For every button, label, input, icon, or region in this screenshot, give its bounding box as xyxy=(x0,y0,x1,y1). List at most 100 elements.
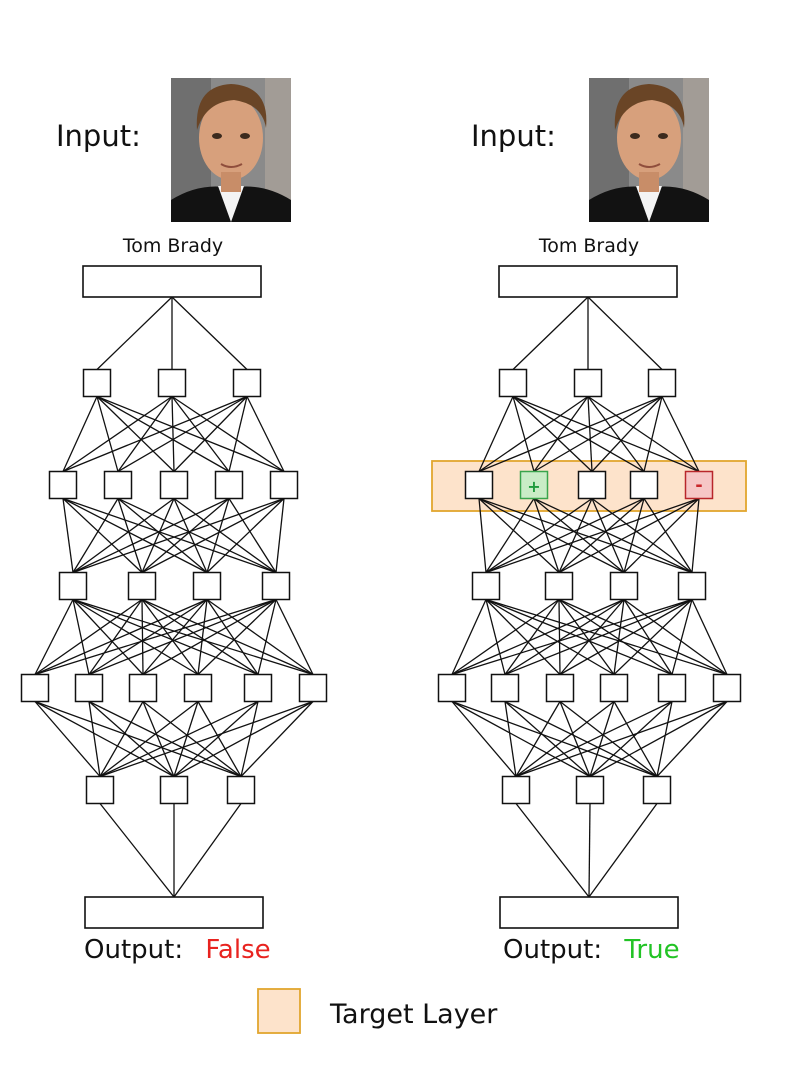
left-neuron xyxy=(214,470,244,500)
left-edge-hidden xyxy=(72,497,285,574)
right-neuron xyxy=(642,775,672,805)
plus-neuron xyxy=(519,470,549,500)
right-edge-hidden xyxy=(478,498,560,573)
left-edge-hidden xyxy=(72,497,175,574)
left-edge-hidden xyxy=(197,599,277,675)
right-edge-hidden xyxy=(485,497,700,574)
svg-text:Output: True: Output: True xyxy=(503,935,680,965)
left-edge-hidden xyxy=(275,599,314,675)
left-edge-hidden xyxy=(62,497,208,574)
right-edge-hidden xyxy=(643,498,693,573)
left-edge-hidden xyxy=(142,700,242,778)
right-edge-hidden xyxy=(591,396,663,472)
left-edge-hidden xyxy=(173,701,199,777)
right-edge-hidden xyxy=(504,701,517,777)
right-edge-hidden xyxy=(671,599,693,675)
left-edge-hidden xyxy=(197,599,208,675)
right-edge-hidden xyxy=(559,701,591,777)
right-edge-hidden xyxy=(485,598,615,676)
left-edge-hidden xyxy=(96,396,175,472)
right-neuron xyxy=(657,673,687,703)
right-edge-hidden xyxy=(623,599,673,675)
left-edge-hidden xyxy=(240,701,314,777)
left-edge-hidden xyxy=(173,701,259,777)
left-edge-hidden xyxy=(34,598,143,676)
right-edge-hidden xyxy=(478,395,663,473)
left-edge-hidden xyxy=(228,396,248,472)
right-edge-hidden xyxy=(515,700,728,778)
left-neuron xyxy=(159,775,189,805)
right-edge-hidden xyxy=(589,701,615,777)
right-edge-hidden xyxy=(485,598,673,676)
right-edge-hidden xyxy=(451,700,591,778)
right-edge-hidden xyxy=(591,498,625,573)
left-edge-hidden xyxy=(62,395,248,473)
left-neuron xyxy=(226,775,256,805)
left-network-nodes xyxy=(20,368,328,805)
right-edge-hidden xyxy=(485,599,561,675)
left-output-label: Output: xyxy=(84,935,183,965)
left-edge-hidden xyxy=(72,498,119,573)
right-edge-input xyxy=(587,296,663,370)
right-edge-hidden xyxy=(451,598,693,676)
right-edge-hidden xyxy=(515,701,561,777)
right-neuron xyxy=(464,470,494,500)
right-neuron xyxy=(490,673,520,703)
left-edge-hidden xyxy=(96,395,230,473)
right-neuron xyxy=(573,368,603,398)
right-bottom-bar xyxy=(499,896,679,929)
left-edge-hidden xyxy=(62,396,98,472)
left-edge-hidden xyxy=(257,599,277,675)
right-edge-hidden xyxy=(559,598,693,676)
left-neuron xyxy=(48,470,78,500)
right-edge-hidden xyxy=(533,497,625,574)
right-edge-hidden xyxy=(485,598,728,676)
left-edge-hidden xyxy=(141,599,199,675)
right-edge-hidden xyxy=(691,599,728,675)
right-neuron xyxy=(677,571,707,601)
left-edge-hidden xyxy=(72,598,259,676)
minus-neuron-sign: - xyxy=(695,475,702,496)
left-edge-hidden xyxy=(88,598,277,676)
right-edge-hidden xyxy=(613,599,693,675)
right-edge-hidden xyxy=(504,599,560,675)
left-neuron xyxy=(103,470,133,500)
right-edge-hidden xyxy=(478,395,589,473)
right-edge-hidden xyxy=(559,700,658,778)
right-edge-hidden xyxy=(504,598,625,676)
left-edge-hidden xyxy=(141,598,314,676)
left-edge-hidden xyxy=(62,395,173,473)
right-edge-hidden xyxy=(485,599,506,675)
left-neuron xyxy=(183,673,213,703)
right-edge-hidden xyxy=(512,395,645,473)
left-edge-hidden xyxy=(141,598,259,676)
right-edge-hidden xyxy=(587,396,645,472)
right-panel: Input: Tom Brady + - Output: True xyxy=(431,78,747,965)
left-neuron xyxy=(243,673,273,703)
right-edge-hidden xyxy=(478,497,693,574)
left-neuron xyxy=(232,368,262,398)
left-neuron xyxy=(74,673,104,703)
left-edge-hidden xyxy=(72,598,314,676)
right-edge-hidden xyxy=(643,396,663,472)
left-edge-hidden xyxy=(88,599,143,675)
right-input-face-photo xyxy=(589,78,709,222)
left-neuron xyxy=(58,571,88,601)
left-neuron xyxy=(159,470,189,500)
left-output-value: False xyxy=(205,935,270,965)
right-input-label: Input: xyxy=(471,119,556,153)
left-edge-output xyxy=(99,803,175,898)
right-edge-hidden xyxy=(485,497,593,574)
right-edge-hidden xyxy=(504,598,693,676)
right-edge-hidden xyxy=(451,598,560,676)
right-edge-hidden xyxy=(512,396,535,472)
right-edge-hidden xyxy=(533,396,589,472)
minus-neuron xyxy=(684,470,714,500)
left-edge-hidden xyxy=(171,396,230,472)
right-neuron xyxy=(544,571,574,601)
right-edge-hidden xyxy=(451,599,487,675)
right-edge-hidden xyxy=(623,498,645,573)
left-edge-hidden xyxy=(141,497,285,574)
left-neuron xyxy=(261,571,291,601)
left-input-label: Input: xyxy=(56,119,141,153)
